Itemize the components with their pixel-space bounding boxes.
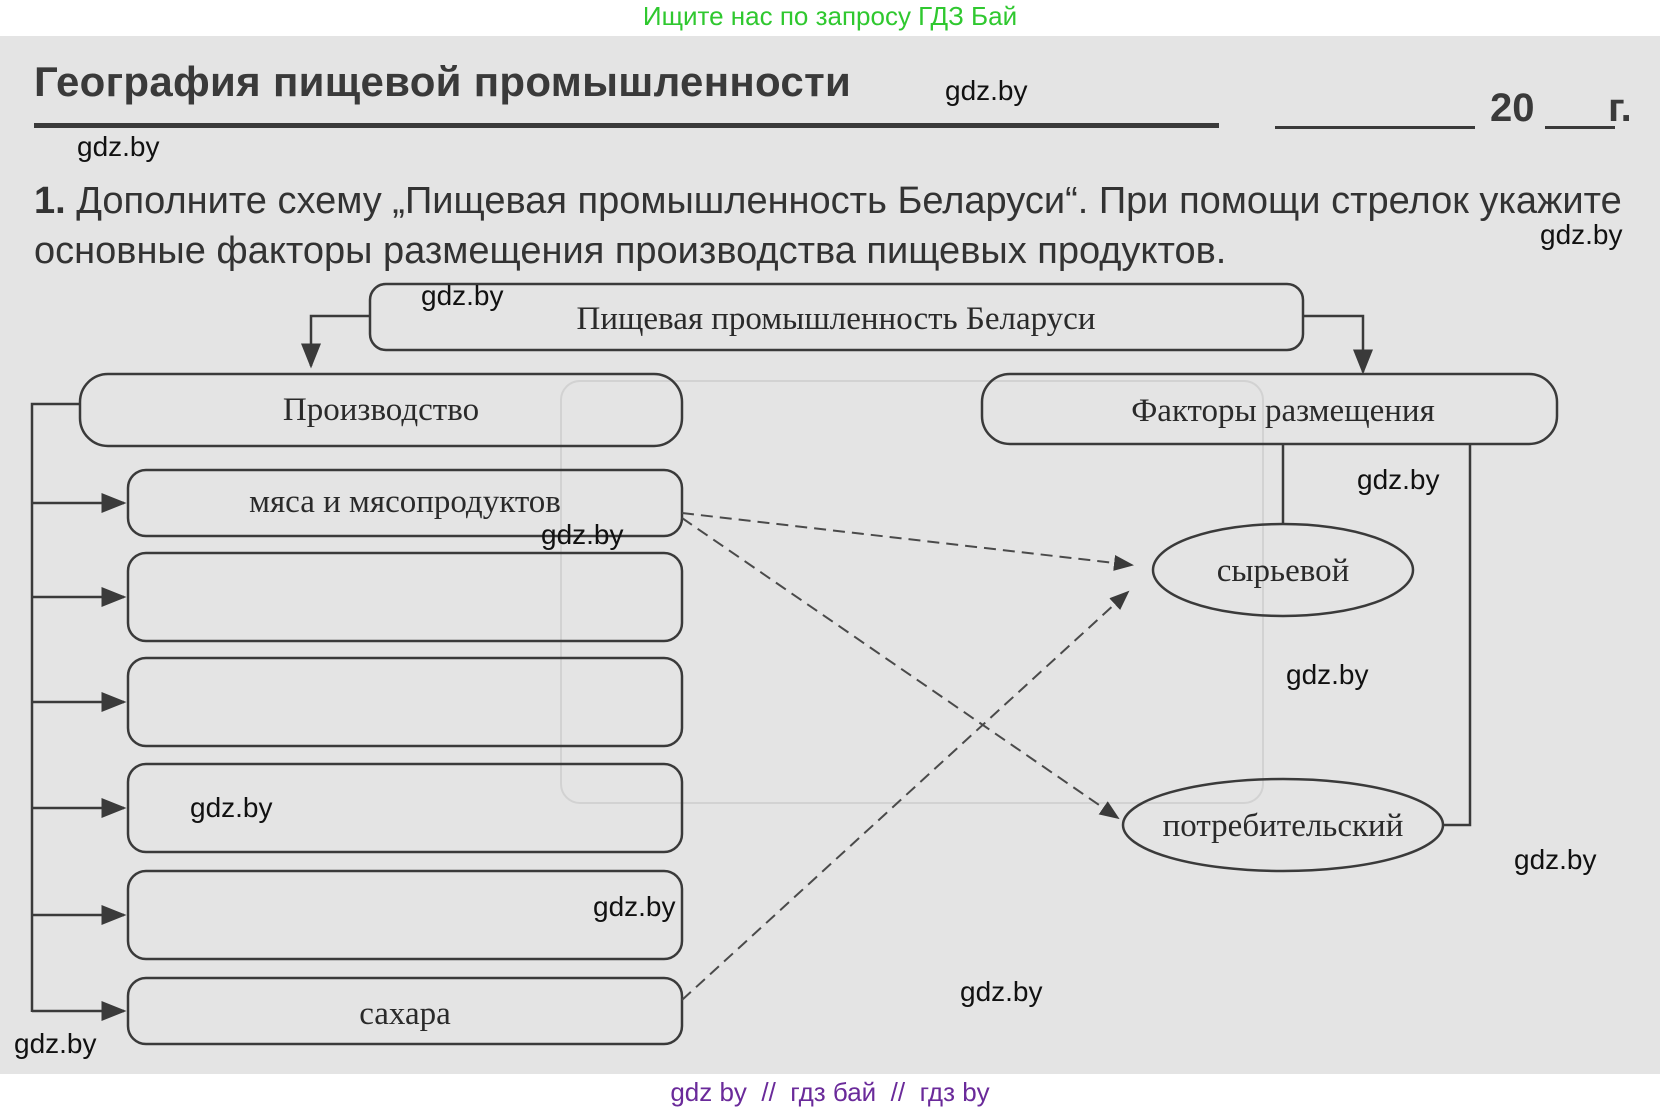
production-item-1: мяса и мясопродуктов <box>249 484 561 520</box>
watermark-9: gdz.by <box>1514 844 1597 875</box>
consumer-factor-ellipse <box>1121 777 1445 873</box>
watermark-2: gdz.by <box>77 131 160 162</box>
watermark-3: gdz.by <box>1540 219 1623 250</box>
footer-separator-2: // <box>890 1077 906 1107</box>
production-box-3 <box>126 656 684 748</box>
factors-header-label: Факторы размещения <box>1131 393 1435 429</box>
page-title: География пищевой промышленности <box>34 58 852 105</box>
workbook-page <box>0 36 1660 1074</box>
watermark-7: gdz.by <box>1286 659 1369 690</box>
search-hint-banner: Ищите нас по запросу ГДЗ Бай <box>0 0 1660 36</box>
bleed-through-decoration <box>560 380 1264 804</box>
production-box-5 <box>126 869 684 961</box>
production-box-6 <box>126 976 684 1046</box>
factors-to-consumer-line <box>1443 444 1472 827</box>
task-number: 1. <box>34 180 66 222</box>
task-text: 1. Дополните схему „Пищевая промышленнос… <box>34 176 1644 276</box>
footer-links: gdz by // гдз бай // гдз by <box>0 1074 1660 1111</box>
root-label: Пищевая промышленность Беларуси <box>577 301 1096 337</box>
footer-part-3: гдз by <box>919 1077 990 1107</box>
factor-consumer-label: потребительский <box>1163 808 1404 844</box>
watermark-6: gdz.by <box>541 519 624 550</box>
banner-text: Ищите нас по запросу ГДЗ Бай <box>642 1 1018 31</box>
production-header-label: Производство <box>283 392 479 428</box>
watermark-10: gdz.by <box>593 891 676 922</box>
production-box-2 <box>126 551 684 643</box>
production-box-1 <box>126 468 684 538</box>
year-suffix: г. <box>1608 86 1632 130</box>
task-instruction: Дополните схему „Пищевая промышленность … <box>34 180 1622 272</box>
year-blank-line-2 <box>1545 126 1615 129</box>
factor-raw-label: сырьевой <box>1217 553 1350 589</box>
root-to-left-connector <box>301 314 370 369</box>
production-header-box <box>78 372 684 448</box>
title-underline <box>34 123 1219 128</box>
production-trunk-line <box>30 402 80 1012</box>
dashed-arrow-sugar-raw <box>681 590 1130 1001</box>
watermark-8: gdz.by <box>190 792 273 823</box>
footer-part-1: gdz by <box>670 1077 747 1107</box>
watermark-4: gdz.by <box>421 280 504 311</box>
production-item-6: сахара <box>359 996 451 1032</box>
dashed-arrow-meat-consumer <box>681 517 1120 820</box>
footer-part-2: гдз бай <box>790 1077 877 1107</box>
watermark-5: gdz.by <box>1357 464 1440 495</box>
year-blank-line <box>1275 126 1475 129</box>
watermark-12: gdz.by <box>14 1028 97 1059</box>
raw-factor-ellipse <box>1151 522 1415 618</box>
dashed-arrow-meat-raw <box>681 512 1134 571</box>
root-to-right-connector <box>1303 314 1373 375</box>
watermark-1: gdz.by <box>945 75 1028 106</box>
year-number: 20 <box>1490 86 1535 130</box>
production-box-4 <box>126 762 684 854</box>
factors-header-box <box>980 372 1559 446</box>
watermark-11: gdz.by <box>960 976 1043 1007</box>
footer-separator-1: // <box>761 1077 776 1107</box>
